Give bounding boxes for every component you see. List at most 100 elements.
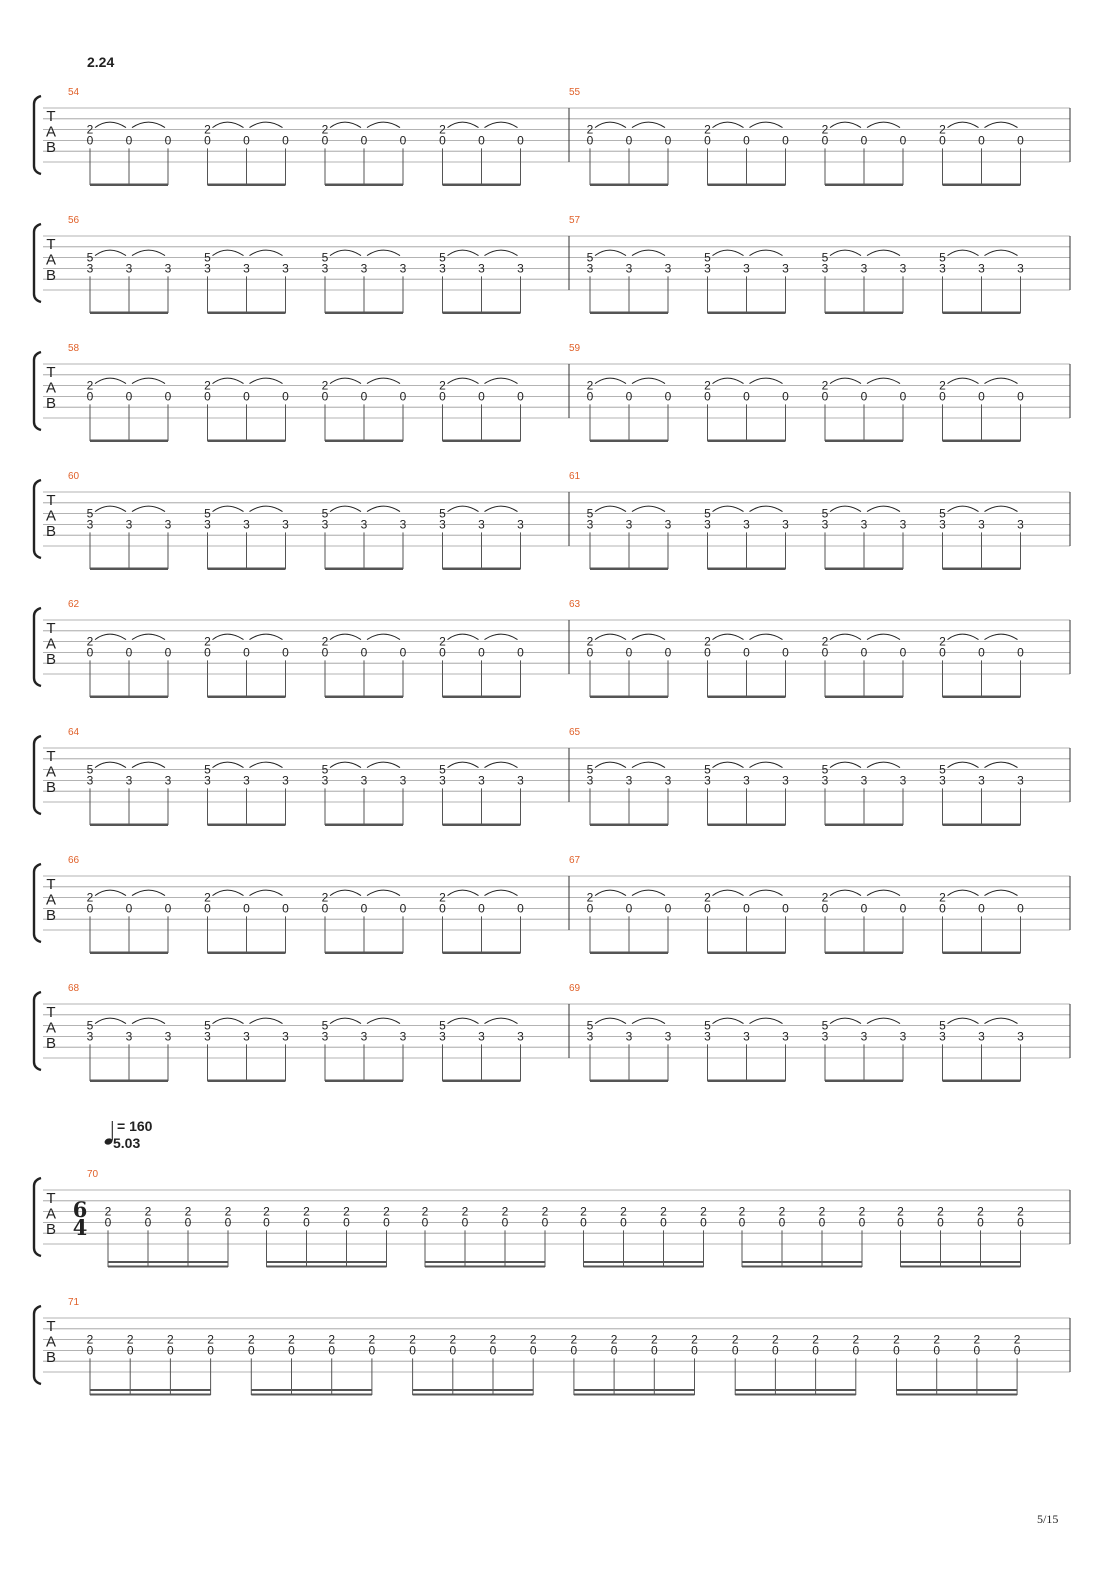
- fret-number-top: 2: [939, 379, 946, 393]
- tab-clef-letter: T: [46, 364, 55, 381]
- tab-clef-letter: T: [46, 876, 55, 893]
- slur: [366, 761, 401, 769]
- fret-number-bottom: 0: [502, 1215, 509, 1229]
- tab-clef-letter: T: [46, 492, 55, 509]
- fret-number-bottom: 3: [665, 517, 672, 531]
- fret-number-bottom: 0: [439, 389, 446, 403]
- fret-number-bottom: 0: [517, 645, 524, 659]
- fret-number-bottom: 3: [626, 773, 633, 787]
- fret-number-top: 2: [207, 1333, 214, 1347]
- slur: [866, 889, 901, 897]
- bar-number: 57: [569, 215, 581, 226]
- beam: [207, 183, 286, 186]
- bar-number: 63: [569, 599, 581, 610]
- tab-clef-letter: A: [46, 508, 56, 525]
- slur: [712, 889, 744, 897]
- fret-number-top: 2: [204, 123, 211, 137]
- slur: [866, 377, 901, 385]
- slur: [447, 249, 479, 257]
- fret-number-top: 2: [779, 1205, 786, 1219]
- fret-number-bottom: 3: [939, 261, 946, 275]
- fret-number-bottom: 0: [704, 901, 711, 915]
- bar-number: 62: [68, 599, 80, 610]
- fret-number-top: 2: [105, 1205, 112, 1219]
- fret-number-bottom: 3: [165, 773, 172, 787]
- fret-number-top: 2: [933, 1333, 940, 1347]
- fret-number-top: 5: [87, 251, 94, 265]
- beam: [325, 567, 403, 570]
- fret-number-top: 2: [974, 1333, 981, 1347]
- slur: [212, 377, 244, 385]
- slur: [94, 633, 127, 641]
- fret-number-bottom: 0: [517, 133, 524, 147]
- fret-number-bottom: 3: [782, 261, 789, 275]
- slur: [749, 889, 783, 897]
- tab-system: TAB7064202020202020202020202020202020202…: [32, 1169, 1071, 1268]
- fret-number-bottom: 3: [978, 773, 985, 787]
- beam: [825, 1079, 903, 1082]
- slur: [484, 377, 518, 385]
- fret-number-top: 2: [704, 123, 711, 137]
- fret-number-top: 2: [383, 1205, 390, 1219]
- fret-number-bottom: 0: [167, 1343, 174, 1357]
- fret-number-top: 2: [939, 635, 946, 649]
- slur: [329, 1017, 362, 1025]
- beam: [707, 823, 786, 826]
- fret-number-bottom: 3: [743, 1029, 750, 1043]
- fret-number-bottom: 0: [626, 389, 633, 403]
- fret-number-bottom: 0: [822, 389, 829, 403]
- fret-number-bottom: 0: [127, 1343, 134, 1357]
- fret-number-top: 2: [1014, 1333, 1021, 1347]
- tab-clef-letter: A: [46, 252, 56, 269]
- fret-number-bottom: 0: [478, 901, 485, 915]
- tempo-value: = 160: [117, 1118, 153, 1134]
- fret-number-top: 2: [225, 1205, 232, 1219]
- slur: [984, 1017, 1018, 1025]
- beam: [207, 311, 286, 314]
- slur: [212, 1017, 244, 1025]
- slur: [366, 377, 401, 385]
- fret-number-bottom: 3: [322, 1029, 329, 1043]
- beam: [825, 823, 903, 826]
- fret-number-bottom: 3: [782, 517, 789, 531]
- fret-number-bottom: 0: [626, 645, 633, 659]
- fret-number-bottom: 0: [782, 645, 789, 659]
- beam: [90, 439, 168, 442]
- fret-number-bottom: 3: [587, 1029, 594, 1043]
- fret-number-top: 2: [530, 1333, 537, 1347]
- fret-number-bottom: 3: [861, 261, 868, 275]
- system-bracket: [32, 990, 42, 1072]
- slur: [212, 889, 244, 897]
- slur: [484, 889, 518, 897]
- slur: [212, 121, 244, 129]
- slur: [866, 761, 901, 769]
- fret-number-top: 2: [439, 123, 446, 137]
- fret-number-top: 2: [571, 1333, 578, 1347]
- beam: [900, 1261, 1021, 1263]
- beam: [90, 1079, 168, 1082]
- fret-number-bottom: 3: [587, 261, 594, 275]
- fret-number-top: 5: [87, 507, 94, 521]
- fret-number-bottom: 3: [517, 773, 524, 787]
- slur: [829, 889, 862, 897]
- slur: [829, 1017, 862, 1025]
- fret-number-top: 2: [772, 1333, 779, 1347]
- tab-clef-letter: B: [46, 1221, 56, 1238]
- slur: [94, 249, 127, 257]
- slur: [131, 633, 166, 641]
- fret-number-bottom: 3: [126, 1029, 133, 1043]
- fret-number-bottom: 0: [978, 645, 985, 659]
- slur: [866, 505, 901, 513]
- slur: [712, 1017, 744, 1025]
- bar-number: 69: [569, 983, 581, 994]
- beam: [590, 183, 668, 186]
- beam: [707, 951, 786, 954]
- system-bracket: [32, 350, 42, 432]
- fret-number-top: 2: [893, 1333, 900, 1347]
- beam: [325, 951, 403, 954]
- fret-number-bottom: 3: [439, 517, 446, 531]
- fret-number-bottom: 0: [204, 901, 211, 915]
- fret-number-top: 5: [704, 251, 711, 265]
- fret-number-bottom: 0: [822, 133, 829, 147]
